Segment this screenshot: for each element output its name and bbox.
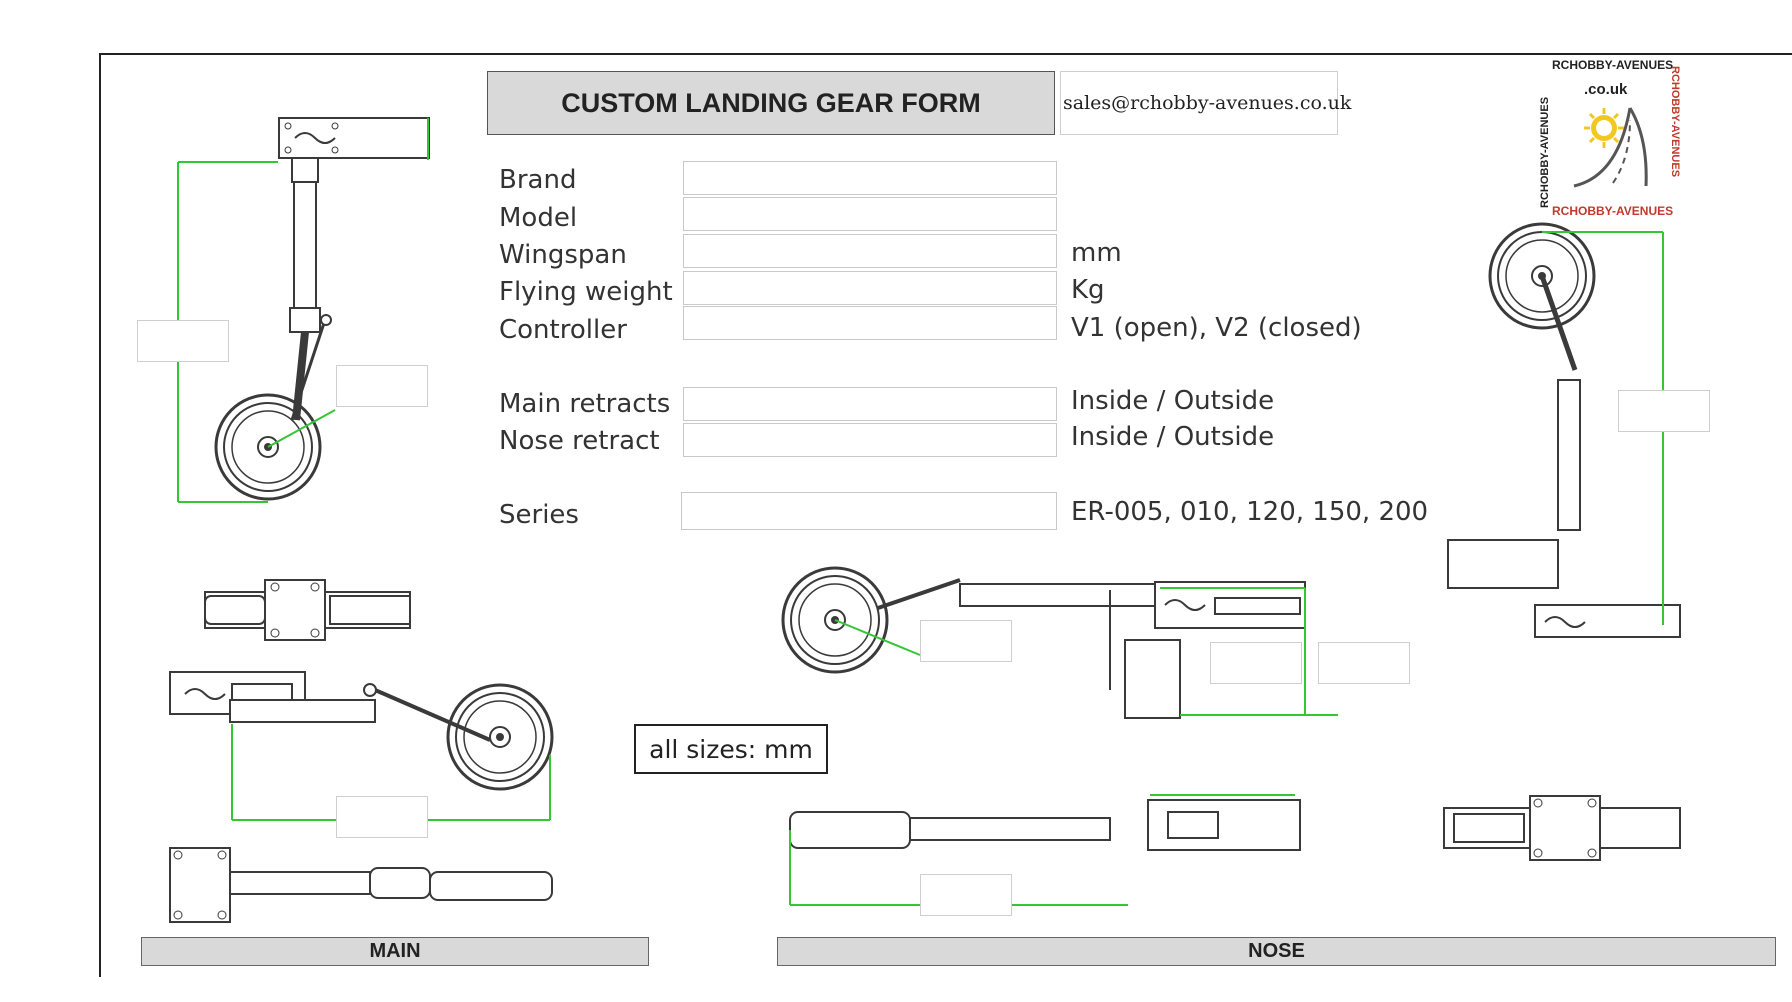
nose-retract-field[interactable] — [683, 423, 1057, 457]
wingspan-label: Wingspan — [499, 240, 627, 270]
nose-retract-label: Nose retract — [499, 426, 660, 456]
controller-options: V1 (open), V2 (closed) — [1071, 313, 1362, 343]
brand-field[interactable] — [683, 161, 1057, 195]
main-retracts-field[interactable] — [683, 387, 1057, 421]
series-label: Series — [499, 500, 579, 530]
main-wheel-dimension-box[interactable] — [336, 365, 428, 407]
series-options: ER-005, 010, 120, 150, 200 — [1071, 497, 1429, 527]
frame-left-border — [99, 53, 101, 977]
sun-icon — [1584, 108, 1624, 148]
nose-section-label: NOSE — [777, 937, 1776, 966]
flying-weight-field[interactable] — [683, 271, 1057, 305]
nose-gear-bottom-view — [789, 794, 1301, 906]
controller-label: Controller — [499, 315, 627, 345]
wingspan-field[interactable] — [683, 234, 1057, 268]
brand-logo: RCHOBBY-AVENUES .co.uk RCHOBBY-AVENUES R… — [1538, 58, 1682, 218]
main-gear-front-view — [177, 117, 430, 503]
frame-top-border — [99, 53, 1792, 55]
nose-gear-side-view — [781, 566, 1338, 719]
nose-front-height-dimension-box[interactable] — [1618, 390, 1710, 432]
series-field[interactable] — [681, 492, 1057, 530]
road-icon — [1573, 107, 1648, 188]
model-label: Model — [499, 203, 578, 233]
units-note: all sizes: mm — [634, 724, 828, 774]
main-retracts-options: Inside / Outside — [1071, 386, 1275, 416]
nose-retract-options: Inside / Outside — [1071, 422, 1275, 452]
main-height-dimension-box[interactable] — [137, 320, 229, 362]
email-link[interactable]: sales@rchobby-avenues.co.uk — [1060, 71, 1351, 135]
main-section-label: MAIN — [141, 937, 649, 966]
logo-right-text: RCHOBBY-AVENUES — [1669, 66, 1681, 177]
nose-wheel-dimension-box[interactable] — [920, 620, 1012, 662]
wingspan-unit: mm — [1071, 238, 1122, 268]
main-length-dimension-box[interactable] — [336, 796, 428, 838]
logo-top-text: RCHOBBY-AVENUES — [1552, 58, 1673, 72]
main-gear-bottom-view — [169, 847, 553, 923]
logo-bottom-text: RCHOBBY-AVENUES — [1552, 204, 1673, 218]
flying-weight-unit: Kg — [1071, 275, 1105, 305]
form-title: CUSTOM LANDING GEAR FORM — [487, 71, 1055, 135]
nose-length-dimension-box[interactable] — [920, 874, 1012, 916]
brand-label: Brand — [499, 165, 577, 195]
main-gear-top-view — [204, 579, 411, 641]
nose-height-dimension-box[interactable] — [1318, 642, 1410, 684]
nose-mount-dimension-box[interactable] — [1210, 642, 1302, 684]
main-retracts-label: Main retracts — [499, 389, 671, 419]
model-field[interactable] — [683, 197, 1057, 231]
nose-gear-retracted-bottom-view — [1443, 795, 1681, 861]
nose-gear-front-view — [1447, 222, 1681, 638]
controller-field[interactable] — [683, 306, 1057, 340]
flying-weight-label: Flying weight — [499, 277, 673, 307]
logo-domain-text: .co.uk — [1584, 81, 1628, 98]
logo-left-text: RCHOBBY-AVENUES — [1539, 97, 1551, 208]
